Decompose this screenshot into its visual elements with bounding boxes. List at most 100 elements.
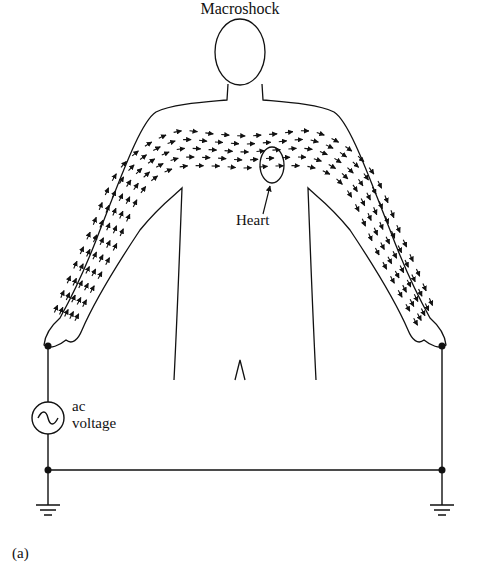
current-arrow <box>126 197 130 204</box>
current-arrow <box>414 318 418 325</box>
current-arrow <box>205 133 213 134</box>
current-arrow <box>99 255 103 262</box>
current-arrow <box>165 169 172 172</box>
current-arrow <box>244 167 252 168</box>
current-arrow <box>263 142 271 144</box>
current-arrow <box>162 152 169 155</box>
heart-outline <box>260 147 284 183</box>
current-arrow <box>369 233 372 240</box>
current-arrow <box>140 155 146 160</box>
current-arrow <box>107 240 110 247</box>
current-arrow <box>418 313 422 320</box>
current-arrow <box>374 207 377 214</box>
current-arrow <box>425 303 428 310</box>
current-arrow <box>80 247 83 254</box>
current-arrow <box>397 225 400 232</box>
current-arrow <box>90 286 94 293</box>
current-arrow <box>65 309 69 316</box>
current-arrow <box>347 168 353 173</box>
current-arrow <box>199 140 207 142</box>
current-arrow <box>355 204 358 211</box>
current-arrow <box>156 164 163 168</box>
current-arrow <box>132 151 138 156</box>
current-arrow <box>93 252 97 259</box>
current-arrow <box>326 145 333 148</box>
current-arrow <box>228 166 236 168</box>
current-arrow <box>272 149 280 151</box>
current-arrow <box>120 211 123 218</box>
current-arrow <box>98 272 102 279</box>
terminal-dots <box>45 343 446 474</box>
current-arrow <box>106 205 109 212</box>
current-arrow <box>93 235 96 242</box>
current-arrow <box>353 162 359 167</box>
current-arrow <box>113 243 117 250</box>
current-arrow <box>375 248 379 255</box>
current-arrow <box>112 191 115 198</box>
current-arrow <box>381 242 385 249</box>
circuit-wires <box>32 346 454 515</box>
current-arrow <box>67 276 70 283</box>
current-arrow <box>336 179 342 184</box>
current-arrow <box>419 289 422 296</box>
current-arrows <box>52 131 438 326</box>
current-arrow <box>386 237 389 244</box>
current-arrow <box>395 271 399 278</box>
current-arrow <box>61 291 64 298</box>
figure-title: Macroshock <box>200 0 279 18</box>
current-arrow <box>405 260 408 267</box>
current-arrow <box>253 135 261 137</box>
current-arrow <box>212 165 220 166</box>
current-arrow <box>407 280 411 287</box>
current-arrow <box>127 214 130 221</box>
current-arrow <box>112 174 116 181</box>
current-arrow <box>159 135 166 138</box>
current-arrow <box>215 141 223 143</box>
current-arrow <box>378 181 382 188</box>
current-arrow <box>75 314 79 321</box>
current-arrow <box>193 148 201 150</box>
current-arrow <box>275 165 283 166</box>
current-arrow <box>148 159 155 163</box>
current-arrow <box>364 173 369 180</box>
current-arrow <box>398 290 402 297</box>
current-arrow <box>120 229 123 236</box>
current-arrow <box>361 199 364 206</box>
current-arrow <box>151 176 157 181</box>
current-arrow <box>388 257 392 264</box>
current-arrow <box>282 157 290 159</box>
current-arrow <box>54 305 57 312</box>
ground-symbol <box>430 470 454 515</box>
body-outline <box>44 19 446 380</box>
current-arrow <box>92 269 96 276</box>
current-arrow <box>295 139 303 141</box>
current-arrow <box>127 180 131 187</box>
heart-label: Heart <box>236 212 269 229</box>
current-arrow <box>66 293 69 300</box>
current-arrow <box>298 156 306 157</box>
current-arrow <box>133 200 137 207</box>
current-arrow <box>423 284 426 291</box>
current-arrow <box>385 216 388 223</box>
current-arrow <box>332 138 339 142</box>
current-arrow <box>134 183 139 190</box>
current-arrow <box>72 295 76 302</box>
current-arrow <box>93 217 96 224</box>
current-arrow <box>285 132 293 133</box>
current-arrow <box>279 140 287 142</box>
current-arrow <box>320 152 327 155</box>
current-arrow <box>410 299 414 306</box>
current-arrow <box>358 156 364 161</box>
current-arrow <box>70 312 74 319</box>
current-arrow <box>237 135 245 136</box>
current-arrow <box>416 269 419 276</box>
current-arrow <box>100 220 103 227</box>
current-arrow <box>269 133 277 135</box>
current-arrow <box>129 165 135 171</box>
current-arrow <box>80 264 83 271</box>
current-arrow <box>414 294 418 301</box>
leader-line <box>263 186 270 214</box>
current-arrow <box>266 157 274 159</box>
current-arrow <box>317 132 325 135</box>
